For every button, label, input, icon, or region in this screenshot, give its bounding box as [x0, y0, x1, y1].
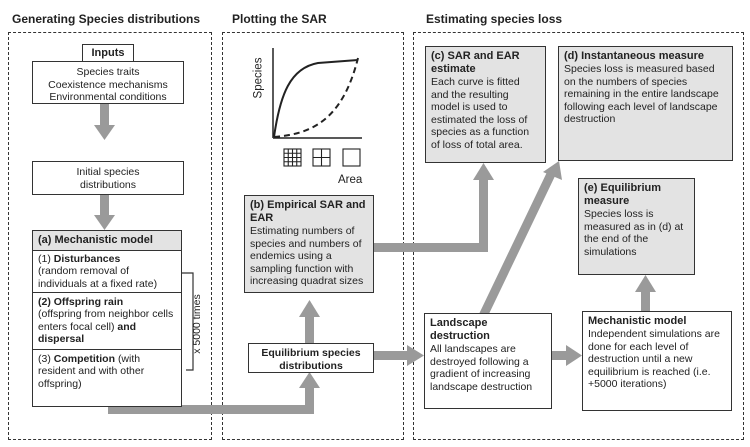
heading-estimating: Estimating species loss [426, 12, 563, 26]
equilibrium-measure-box: (e) Equilibrium measure Species loss is … [578, 178, 695, 275]
offspring-title: Offspring rain [53, 295, 124, 308]
inputs-label-box: Inputs [82, 44, 134, 62]
arrow-eqdist-emp-head [299, 300, 320, 317]
panel-generating [8, 32, 212, 440]
initial-line: Initial species [76, 166, 140, 178]
loop-arrow [180, 272, 194, 371]
heading-plotting: Plotting the SAR [232, 12, 327, 26]
instantaneous-measure-box: (d) Instantaneous measure Species loss i… [558, 46, 733, 161]
equilibrium-distributions-box: Equilibrium species distributions [248, 343, 374, 373]
equilibrium-measure-text: Species loss is measured as in (d) at th… [584, 208, 684, 258]
arrow-mech2-eq-shaft [641, 289, 650, 311]
competition-text: (with resident and with other offspring) [38, 352, 145, 390]
inputs-label: Inputs [91, 47, 125, 59]
sar-ear-estimate-box: (c) SAR and EAR estimate Each curve is f… [425, 46, 546, 163]
arrow-eqdist-land-head [407, 345, 424, 366]
arrow-initial-mech-head [94, 215, 115, 230]
panel-estimating [413, 32, 744, 440]
mechanistic-model-box: (a) Mechanistic model (1) Disturbances (… [32, 230, 182, 407]
arrow-emp-sar-head [473, 163, 494, 180]
arrow-inputs-initial-head [94, 125, 115, 140]
arrow-mech2-eq-head [635, 275, 656, 292]
sar-ear-text: Each curve is fitted and the resulting m… [431, 76, 530, 151]
landscape-destruction-box: Landscape destruction All landscapes are… [424, 313, 552, 409]
input-line: Species traits [76, 66, 140, 78]
sar-plot [272, 48, 362, 139]
arrow-mech-eqdist-shaft [99, 386, 314, 414]
offspring-item: (2) Offspring rain (offspring from neigh… [33, 291, 181, 349]
mechanistic-model-2-box: Mechanistic model Independent simulation… [582, 311, 732, 411]
arrow-mech-eqdist-head [299, 372, 320, 388]
arrow-eqdist-land-shaft [373, 351, 409, 360]
landscape-title: Landscape destruction [430, 317, 490, 342]
arrow-inputs-initial-shaft [100, 103, 109, 125]
arrow-initial-mech-shaft [100, 194, 109, 216]
arrow-eqdist-emp-shaft [305, 315, 314, 343]
disturbances-num: (1) [38, 253, 51, 265]
equilibrium-measure-title: (e) Equilibrium measure [584, 182, 661, 207]
panel-plotting [222, 32, 404, 440]
initial-line: distributions [79, 178, 137, 191]
arrow-land-inst-shaft [479, 170, 556, 318]
mech2-text: Independent simulations are done for eac… [588, 328, 720, 390]
initial-distributions-box: Initial species distributions [32, 161, 184, 195]
empirical-title: (b) Empirical SAR and EAR [250, 199, 366, 224]
sar-curve-solid [273, 59, 359, 138]
disturbances-text: (random removal of individuals at a fixe… [38, 265, 158, 290]
input-line: Environmental conditions [49, 91, 167, 103]
arrow-land-inst-head [543, 161, 562, 180]
mech2-title: Mechanistic model [588, 315, 687, 327]
sar-xlabel: Area [338, 174, 363, 186]
landscape-text: All landscapes are destroyed following a… [430, 343, 533, 393]
sar-curve-dashed [273, 57, 359, 138]
arrow-land-mech2-shaft [552, 351, 568, 360]
eq-dist-line: distributions [279, 359, 343, 372]
sar-ylabel: Species [252, 57, 265, 99]
instantaneous-title: (d) Instantaneous measure [564, 50, 704, 62]
competition-num: (3) [38, 352, 51, 365]
grid-icons [283, 148, 361, 167]
disturbances-item: (1) Disturbances (random removal of indi… [33, 251, 181, 292]
loop-label: x 5000 times [190, 294, 203, 354]
mechanistic-title: (a) Mechanistic model [33, 231, 181, 251]
empirical-sar-box: (b) Empirical SAR and EAR Estimating num… [244, 195, 374, 293]
offspring-tail: and dispersal [38, 320, 137, 346]
offspring-text: (offspring from neighbor cells enters fo… [38, 308, 174, 333]
empirical-text: Estimating numbers of species and number… [250, 225, 364, 287]
inputs-box: Species traits Coexistence mechanisms En… [32, 61, 184, 104]
instantaneous-text: Species loss is measured based on the nu… [564, 63, 719, 125]
eq-dist-line: Equilibrium species [261, 347, 361, 359]
competition-item: (3) Competition (with resident and with … [33, 348, 181, 394]
disturbances-title: Disturbances [53, 253, 121, 265]
arrow-emp-sar-shaft [373, 177, 488, 252]
grid-coarse-icon [342, 148, 361, 167]
input-line: Coexistence mechanisms [48, 78, 168, 91]
heading-generating: Generating Species distributions [12, 12, 201, 26]
sar-ear-title: (c) SAR and EAR estimate [431, 50, 520, 75]
arrow-land-mech2-head [566, 345, 582, 366]
offspring-num: (2) [38, 295, 51, 308]
competition-title: Competition [53, 352, 116, 365]
